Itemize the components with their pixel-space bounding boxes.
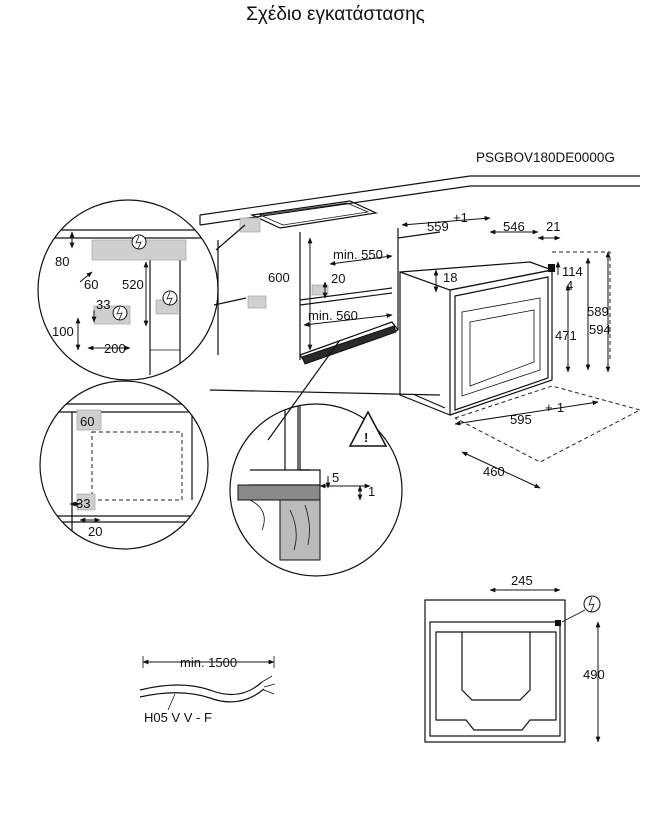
dim-200: 200 [104,341,126,356]
dim-490: 490 [583,667,605,682]
dim-5: 5 [332,470,339,485]
dim-471: 471 [555,328,577,343]
oven-front-view [424,599,566,743]
dim-600: 600 [268,270,290,285]
oven-drawing [399,261,555,416]
dim-595-tolerance: +-1 [545,400,564,415]
dim-60-top: 60 [84,277,98,292]
dim-min560: min. 560 [308,308,358,323]
cabinet-drawing [199,175,640,396]
dim-21: 21 [546,219,560,234]
dim-18: 18 [443,270,457,285]
dim-245: 245 [511,573,533,588]
detail-cabinet-side [39,380,209,550]
power-cable [139,656,276,703]
model-code: PSGBOV180DE0000G [476,150,615,165]
dim-80: 80 [55,254,69,269]
cable-type: H05 V V - F [144,710,212,725]
dim-589: 589 [587,304,609,319]
svg-text:!: ! [364,430,368,445]
dim-559: 559 [427,219,449,234]
dim-595: 595 [510,412,532,427]
dim-20-detail: 20 [88,524,102,539]
page-title: Σχέδιο εγκατάστασης [246,4,425,25]
dim-20-top: 20 [331,271,345,286]
dim-100: 100 [52,324,74,339]
dim-114: 114 [562,264,583,279]
dim-min550-arrow [329,254,393,266]
cable-length: min. 1500 [180,655,237,670]
dim-33-detail: 33 [76,496,90,511]
dim-33-top: 33 [96,297,110,312]
dim-520: 520 [122,277,144,292]
dim-594: 594 [589,322,611,337]
dim-60-detail: 60 [80,414,94,429]
detail-socket-top [37,199,247,381]
dim-min550: min. 550 [333,247,383,262]
dim-546: 546 [503,219,525,234]
detail-gap [229,339,403,577]
warning-triangle-icon [348,410,388,447]
dim-4: 4 [566,278,573,293]
dim-1: 1 [368,484,375,499]
dim-559-tolerance: +1 [453,210,468,225]
dim-460: 460 [483,464,505,479]
